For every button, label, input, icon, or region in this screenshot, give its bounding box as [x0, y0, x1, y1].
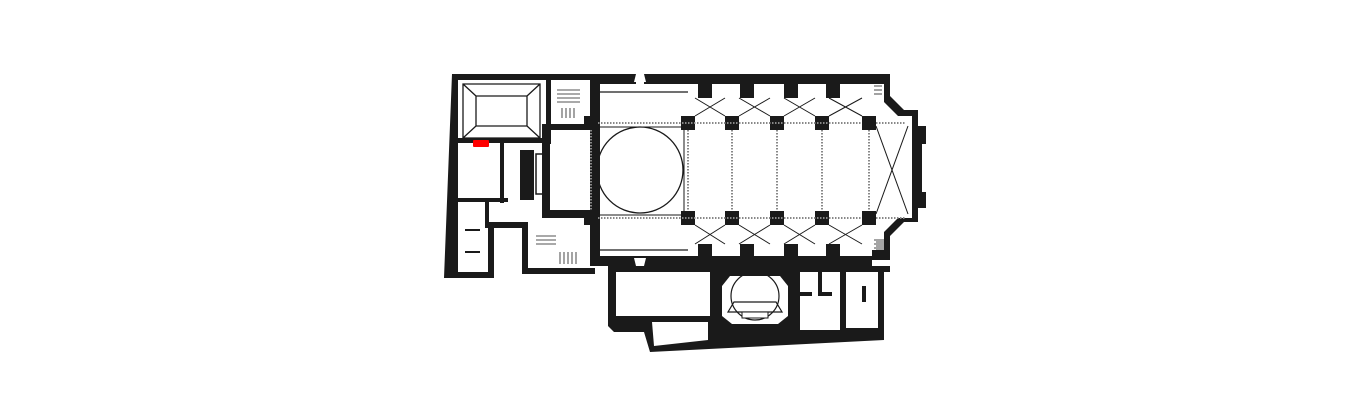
west-block — [444, 74, 595, 278]
nave — [584, 74, 876, 266]
south-chapels — [608, 241, 890, 352]
location-marker — [473, 140, 489, 147]
choir-apse — [872, 74, 926, 260]
